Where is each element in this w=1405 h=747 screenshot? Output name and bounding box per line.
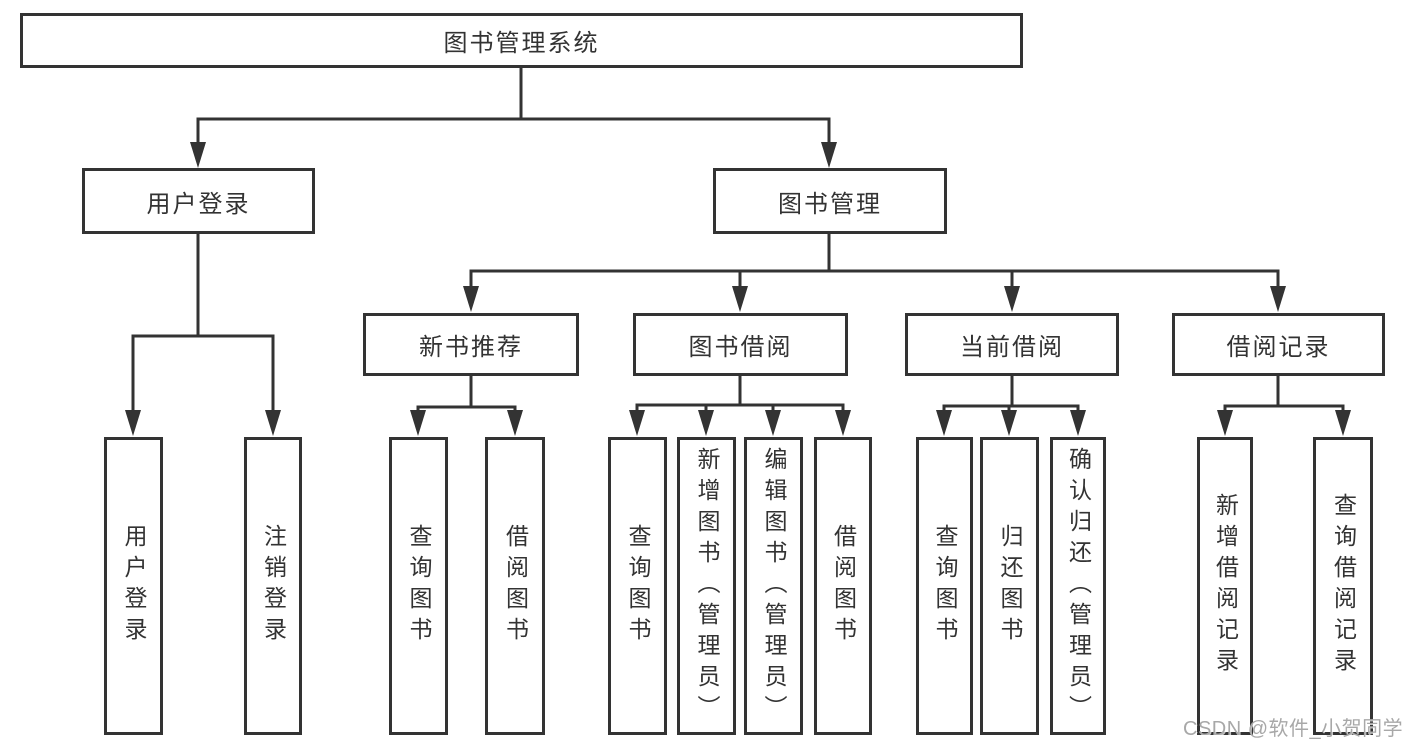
connector-user-login-to-leaves xyxy=(125,233,281,436)
node-new-book-recommend-label: 新书推荐 xyxy=(419,334,523,361)
leaf-query-borrow-record-label: 查询借阅记录 xyxy=(1330,493,1357,679)
leaf-query-books-current: 查询图书 xyxy=(916,437,973,735)
leaf-query-books-borrowing: 查询图书 xyxy=(608,437,667,735)
leaf-query-books-current-label: 查询图书 xyxy=(932,524,958,648)
connector-root-to-level2 xyxy=(190,67,837,168)
leaf-user-login: 用户登录 xyxy=(104,437,163,735)
connector-borrow-record-to-leaves xyxy=(1217,375,1351,436)
leaf-query-borrow-record: 查询借阅记录 xyxy=(1313,437,1373,735)
leaf-query-books-recommend-label: 查询图书 xyxy=(406,524,432,648)
leaf-add-borrow-record-label: 新增借阅记录 xyxy=(1212,493,1239,679)
node-system-root: 图书管理系统 xyxy=(20,13,1023,68)
leaf-return-books: 归还图书 xyxy=(980,437,1039,735)
leaf-logout-label: 注销登录 xyxy=(260,524,287,648)
connector-current-borrow-to-leaves xyxy=(936,375,1086,436)
node-borrowing-records-label: 借阅记录 xyxy=(1226,334,1331,361)
leaf-borrow-books-recommend: 借阅图书 xyxy=(485,437,545,735)
leaf-borrow-books-borrowing-label: 借阅图书 xyxy=(830,524,857,648)
leaf-edit-books-admin-label: 编辑图书（管理员） xyxy=(761,446,787,726)
leaf-edit-books-admin: 编辑图书（管理员） xyxy=(744,437,803,735)
connector-book-borrow-to-leaves xyxy=(629,375,851,436)
node-current-borrowing: 当前借阅 xyxy=(905,313,1119,376)
leaf-confirm-return-admin-label: 确认归还（管理员） xyxy=(1065,446,1092,726)
leaf-confirm-return-admin: 确认归还（管理员） xyxy=(1050,437,1106,735)
node-book-borrowing-label: 图书借阅 xyxy=(688,334,793,361)
leaf-add-borrow-record: 新增借阅记录 xyxy=(1197,437,1253,735)
node-system-root-label: 图书管理系统 xyxy=(443,30,600,57)
leaf-query-books-recommend: 查询图书 xyxy=(389,437,448,735)
node-book-management-label: 图书管理 xyxy=(778,190,882,218)
leaf-query-books-borrowing-label: 查询图书 xyxy=(625,524,651,648)
node-book-borrowing: 图书借阅 xyxy=(633,313,848,376)
node-book-management: 图书管理 xyxy=(713,168,947,234)
leaf-borrow-books-borrowing: 借阅图书 xyxy=(814,437,872,735)
csdn-watermark: CSDN @软件_小贺同学 xyxy=(1183,718,1404,740)
node-new-book-recommend: 新书推荐 xyxy=(363,313,579,376)
node-borrowing-records: 借阅记录 xyxy=(1172,313,1385,376)
leaf-user-login-label: 用户登录 xyxy=(121,524,147,648)
node-current-borrowing-label: 当前借阅 xyxy=(960,334,1064,361)
leaf-logout: 注销登录 xyxy=(244,437,302,735)
connector-new-book-to-leaves xyxy=(410,375,523,436)
node-user-login-label: 用户登录 xyxy=(146,190,251,218)
leaf-add-books-admin: 新增图书（管理员） xyxy=(677,437,736,735)
leaf-return-books-label: 归还图书 xyxy=(997,524,1023,648)
leaf-borrow-books-recommend-label: 借阅图书 xyxy=(502,524,529,648)
leaf-add-books-admin-label: 新增图书（管理员） xyxy=(694,446,720,726)
node-user-login: 用户登录 xyxy=(82,168,315,234)
connector-book-mgmt-to-level3 xyxy=(463,233,1286,312)
